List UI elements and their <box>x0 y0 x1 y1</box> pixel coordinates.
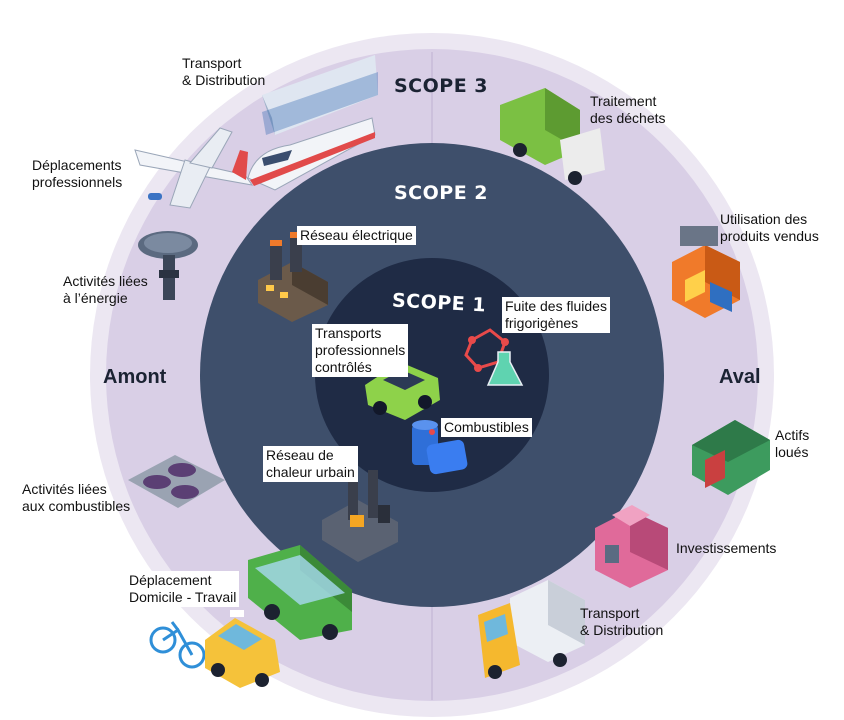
label-actifs-loues: Actifs loués <box>775 427 810 460</box>
billboard-shop-icon <box>672 226 740 318</box>
label-transports-professionnels-controles: Transports professionnels contrôlés <box>312 324 409 377</box>
label-combustibles: Combustibles <box>441 418 532 437</box>
settling-tanks-icon <box>128 455 225 508</box>
airplane-icon <box>134 127 254 209</box>
label-deplacements-professionnels: Déplacements professionnels <box>32 157 123 190</box>
radar-dish-icon <box>138 231 198 300</box>
taxi-icon <box>205 610 280 688</box>
amont-label: Amont <box>103 366 167 388</box>
label-utilisation-produits: Utilisation des produits vendus <box>720 211 819 244</box>
container-ship-icon <box>262 55 378 135</box>
oil-barrels-icon <box>412 420 468 475</box>
label-reseau-electrique: Réseau électrique <box>297 226 416 245</box>
label-reseau-chaleur-urbain: Réseau de chaleur urbain <box>263 446 358 482</box>
label-investissements: Investissements <box>676 540 777 556</box>
aval-label: Aval <box>719 366 761 388</box>
molecule-flask-icon <box>464 328 524 386</box>
label-transport-distribution-upstream: Transport & Distribution <box>182 55 266 88</box>
label-deplacement-domicile-travail: Déplacement Domicile - Travail <box>126 571 240 607</box>
delivery-truck-icon <box>478 580 585 679</box>
bicycle-icon <box>149 621 206 669</box>
scope2-title: SCOPE 2 <box>394 182 489 204</box>
label-transport-distribution-downstream: Transport & Distribution <box>580 605 664 638</box>
label-activites-energie: Activités liées à l’énergie <box>63 273 148 306</box>
label-activites-combustibles: Activités liées aux combustibles <box>22 481 131 514</box>
scope3-title: SCOPE 3 <box>394 75 489 97</box>
garbage-truck-icon <box>500 88 605 185</box>
refinery-icon <box>322 470 398 562</box>
label-fuite-fluides-frigorigenes: Fuite des fluides frigorigènes <box>502 297 610 333</box>
bank-building-icon <box>595 505 668 588</box>
label-traitement-dechets: Traitement des déchets <box>590 93 666 126</box>
power-plant-icon <box>258 232 328 322</box>
high-speed-train-icon <box>247 117 376 191</box>
warehouse-icon <box>692 420 770 495</box>
bus-icon <box>248 545 352 640</box>
